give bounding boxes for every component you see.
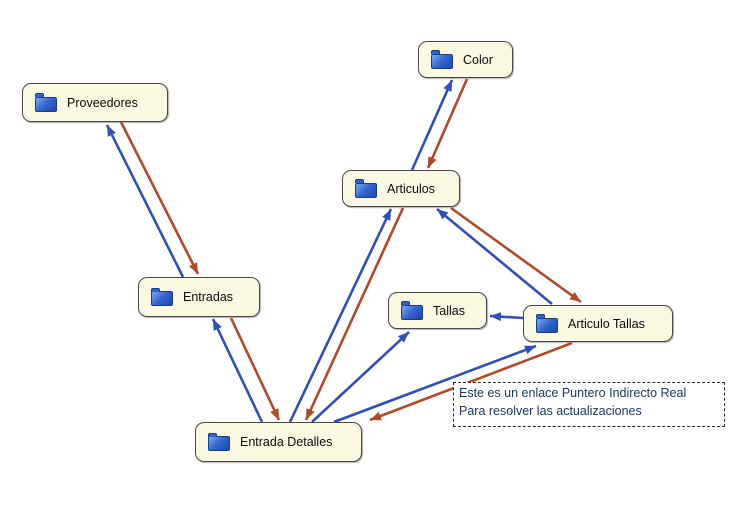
folder-icon [34, 93, 57, 112]
node-entradas[interactable]: Entradas [138, 277, 260, 317]
annotation-line-1: Este es un enlace Puntero Indirecto Real [459, 386, 687, 400]
annotation-line-2: Para resolver las actualizaciones [459, 403, 642, 418]
node-articulo-tallas[interactable]: Articulo Tallas [523, 305, 673, 342]
folder-icon [150, 287, 173, 306]
node-label: Articulos [387, 181, 435, 196]
node-label: Proveedores [67, 95, 138, 110]
edge-entrada-detalles-to-tallas[interactable] [311, 331, 410, 423]
node-entrada-detalles[interactable]: Entrada Detalles [195, 422, 362, 462]
node-label: Tallas [433, 303, 465, 318]
folder-icon [207, 432, 230, 451]
annotation-note[interactable]: Este es un enlace Puntero Indirecto Real… [453, 382, 725, 427]
folder-icon [400, 301, 423, 320]
edge-articulos-to-articulo-tallas[interactable] [450, 206, 582, 304]
node-articulos[interactable]: Articulos [342, 170, 460, 207]
edge-entradas-to-proveedores[interactable] [105, 124, 185, 278]
folder-icon [535, 314, 558, 333]
node-proveedores[interactable]: Proveedores [22, 83, 168, 122]
node-label: Entrada Detalles [240, 435, 333, 449]
edge-color-to-articulos[interactable] [426, 78, 469, 169]
edge-entrada-detalles-to-articulos[interactable] [288, 208, 393, 423]
node-label: Entradas [183, 290, 234, 304]
edge-proveedores-to-entradas[interactable] [119, 121, 200, 275]
node-label: Articulo Tallas [568, 316, 645, 331]
edge-articulos-to-entrada-detalles[interactable] [304, 207, 405, 421]
edge-articulo-tallas-to-tallas[interactable] [489, 312, 524, 322]
edge-articulo-tallas-to-entrada-detalles[interactable] [369, 341, 573, 422]
node-color[interactable]: Color [418, 41, 513, 78]
edge-articulos-to-color[interactable] [410, 79, 454, 171]
edge-entrada-detalles-to-entradas[interactable] [211, 318, 264, 423]
folder-icon [430, 50, 453, 69]
folder-icon [354, 179, 377, 198]
node-tallas[interactable]: Tallas [388, 292, 487, 329]
edge-entradas-to-entrada-detalles[interactable] [229, 317, 281, 421]
edge-articulo-tallas-to-articulos[interactable] [436, 207, 553, 306]
edge-entrada-detalles-to-articulo-tallas[interactable] [333, 344, 537, 424]
node-label: Color [463, 52, 493, 67]
